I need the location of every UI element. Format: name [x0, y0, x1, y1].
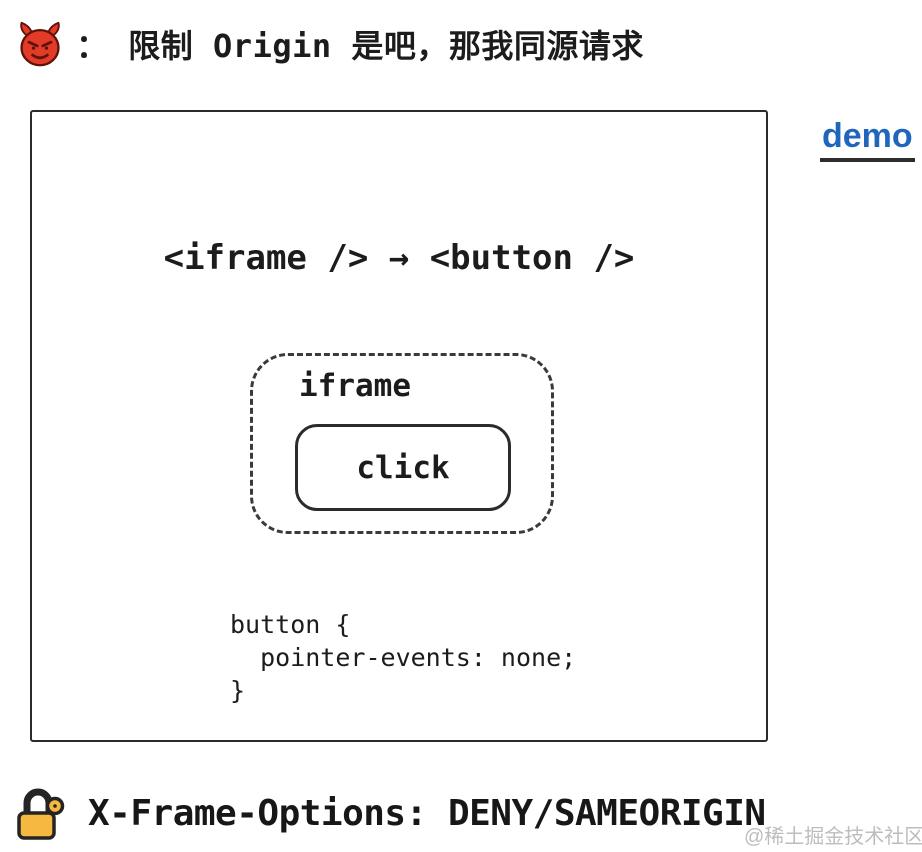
iframe-button-tagline: <iframe /> → <button />	[163, 238, 635, 278]
watermark: @稀土掘金技术社区	[744, 826, 922, 848]
diagram-frame: <iframe /> → <button /> iframe click but…	[30, 110, 768, 742]
header-line: ： 限制 Origin 是吧，那我同源请求	[16, 20, 644, 68]
iframe-label: iframe	[299, 368, 411, 404]
click-button: click	[295, 424, 511, 511]
demo-link[interactable]: demo	[820, 117, 915, 163]
x-frame-options-text: X-Frame-Options: DENY/SAMEORIGIN	[88, 792, 766, 834]
footer-line: X-Frame-Options: DENY/SAMEORIGIN	[12, 784, 766, 842]
iframe-dashed-box: iframe click	[250, 353, 554, 534]
header-text: ： 限制 Origin 是吧，那我同源请求	[76, 27, 644, 65]
closed-lock-with-key-emoji-icon	[12, 784, 66, 842]
css-code-snippet: button { pointer-events: none; }	[230, 610, 577, 705]
devil-face-emoji-icon	[16, 20, 64, 68]
